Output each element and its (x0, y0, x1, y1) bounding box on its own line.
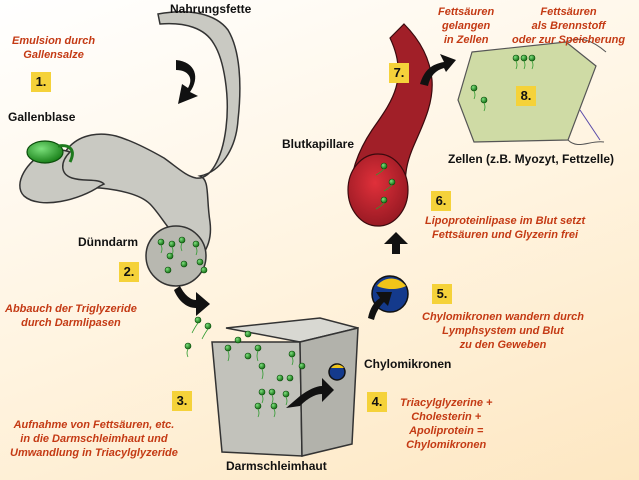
label-gallenblase: Gallenblase (8, 110, 76, 124)
blood-capillary (347, 23, 433, 227)
arrow-into-stomach (176, 60, 198, 104)
label-duenndarm: Dünndarm (78, 235, 138, 249)
arrow-to-cell (420, 54, 456, 86)
step-2-number: 2. (119, 262, 139, 282)
intestine-magnifier (145, 225, 207, 287)
arrow-up-to-capillary (384, 232, 408, 254)
intestinal-mucosa (211, 317, 359, 457)
step-6-number: 6. (431, 191, 451, 211)
gallbladder (26, 140, 74, 164)
arrow-to-mucosa (174, 286, 210, 316)
step-4-text: Triacylglyzerine +Cholesterin +Apoliprot… (400, 397, 493, 451)
step-4-number: 4. (367, 392, 387, 412)
step-7-number: 7. (389, 63, 409, 83)
fatty-acid-tails (160, 60, 534, 418)
arrow-chylo-to-vessel (368, 292, 392, 320)
step-3-number: 3. (172, 391, 192, 411)
flow-arrows (174, 54, 456, 408)
step-3-text: Aufnahme von Fettsäuren, etc.in die Darm… (10, 419, 178, 459)
label-nahrungsfette: Nahrungsfette (170, 2, 252, 16)
label-zellen: Zellen (z.B. Myozyt, Fettzelle) (448, 152, 615, 166)
label-darmschleimhaut: Darmschleimhaut (226, 459, 327, 473)
step-5-number: 5. (432, 284, 452, 304)
label-blutkapillare: Blutkapillare (282, 137, 355, 151)
label-chylomikronen: Chylomikronen (364, 357, 452, 371)
fatty-acid-molecules (157, 54, 536, 410)
arrow-mucosa-to-chylo (286, 378, 334, 408)
step-1-number: 1. (31, 72, 51, 92)
step-8-number: 8. (516, 86, 536, 106)
